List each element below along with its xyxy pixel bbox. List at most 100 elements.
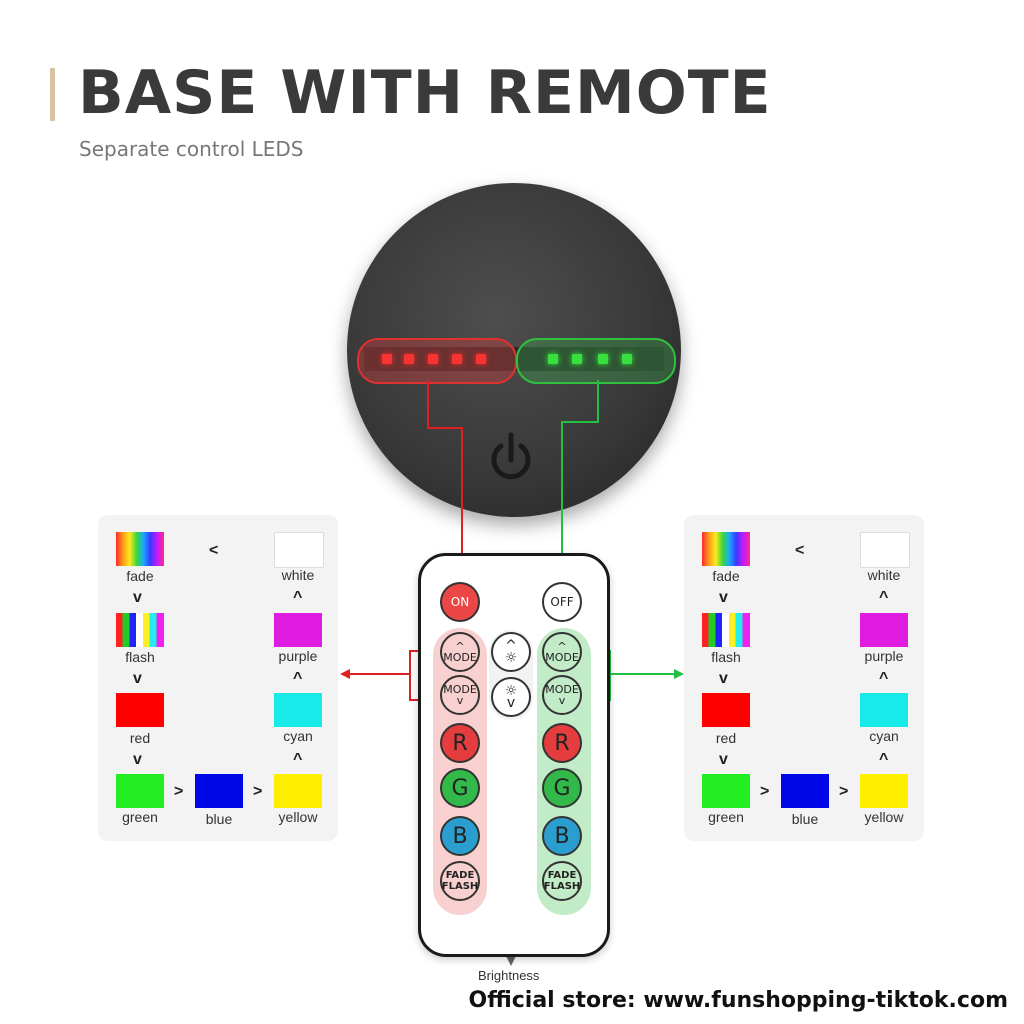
red-label: red [129, 730, 151, 746]
red-led-group-highlight [357, 338, 517, 384]
arrow-down-icon: v [133, 670, 142, 687]
chevron-down-icon: v [506, 695, 516, 711]
purple-label: purple [278, 648, 318, 664]
green-swatch [702, 774, 750, 808]
on-button[interactable]: ON [440, 582, 480, 622]
arrow-up-icon: ^ [879, 751, 889, 768]
blue-swatch [781, 774, 829, 808]
red-led [428, 354, 438, 364]
yellow-swatch [274, 774, 322, 808]
red-swatch [116, 693, 164, 727]
flash-swatch [116, 613, 164, 647]
mode-up-button-left[interactable]: ^MODE [440, 632, 480, 672]
sun-icon: ☼ [504, 683, 518, 699]
red-led [404, 354, 414, 364]
mode-label: MODE [545, 651, 579, 664]
fade-swatch [116, 532, 164, 566]
green-led [548, 354, 558, 364]
blue-swatch [195, 774, 243, 808]
brightness-up-button[interactable]: ^☼ [491, 632, 531, 672]
fade-swatch [702, 532, 750, 566]
arrow-right-icon: > [174, 783, 184, 800]
arrow-down-icon: v [133, 589, 142, 606]
blue-button-left[interactable]: B [440, 816, 480, 856]
green-label: green [708, 809, 744, 825]
red-led [476, 354, 486, 364]
green-label: green [122, 809, 158, 825]
color-sequence-panel-right: fade < white v ^ flash purple v ^ red cy… [684, 515, 924, 841]
title-accent-bar [50, 68, 55, 121]
page-title: BASE WITH REMOTE [78, 58, 772, 128]
chevron-up-icon: ^ [505, 638, 517, 654]
yellow-label: yellow [278, 809, 318, 825]
brightness-down-button[interactable]: ☼v [491, 677, 531, 717]
green-led [598, 354, 608, 364]
off-button[interactable]: OFF [542, 582, 582, 622]
green-led [622, 354, 632, 364]
red-button-left[interactable]: R [440, 723, 480, 763]
arrow-down-icon: v [719, 670, 728, 687]
cyan-label: cyan [283, 728, 313, 744]
mode-label: MODE [443, 683, 477, 696]
flash-label: FLASH [441, 881, 479, 892]
green-button-left[interactable]: G [440, 768, 480, 808]
red-led [382, 354, 392, 364]
mode-label: MODE [443, 651, 477, 664]
white-swatch [860, 532, 910, 568]
blue-label: blue [791, 811, 819, 827]
green-led-group-highlight [516, 338, 676, 384]
arrow-up-icon: ^ [293, 589, 303, 606]
arrow-down-icon: v [133, 751, 142, 768]
red-label: red [715, 730, 737, 746]
arrow-right-icon: > [253, 783, 263, 800]
arrow-right-icon: > [760, 783, 770, 800]
green-button-right[interactable]: G [542, 768, 582, 808]
white-swatch [274, 532, 324, 568]
arrow-up-icon: ^ [293, 751, 303, 768]
arrow-up-icon: ^ [879, 670, 889, 687]
purple-swatch [860, 613, 908, 647]
page-subtitle: Separate control LEDS [79, 137, 304, 161]
green-led [572, 354, 582, 364]
cyan-swatch [274, 693, 322, 727]
fade-label: FADE [547, 870, 577, 881]
chevron-up-icon: ^ [557, 640, 567, 653]
color-sequence-panel-left: fade < white v ^ flash purple v ^ red cy… [98, 515, 338, 841]
flash-label: FLASH [543, 881, 581, 892]
arrow-down-icon: v [719, 589, 728, 606]
fade-label: fade [126, 568, 154, 584]
fade-label: fade [712, 568, 740, 584]
red-swatch [702, 693, 750, 727]
arrow-up-icon: ^ [879, 589, 889, 606]
mode-up-button-right[interactable]: ^MODE [542, 632, 582, 672]
chevron-down-icon: v [558, 694, 566, 707]
arrow-left-icon: < [795, 542, 805, 559]
fade-label: FADE [445, 870, 475, 881]
footer-store-text: Official store: www.funshopping-tiktok.c… [468, 988, 1008, 1013]
arrow-up-icon: ^ [293, 670, 303, 687]
flash-label: flash [125, 649, 155, 665]
cyan-label: cyan [869, 728, 899, 744]
purple-label: purple [864, 648, 904, 664]
chevron-down-icon: v [456, 694, 464, 707]
mode-label: MODE [545, 683, 579, 696]
arrow-down-icon: v [719, 751, 728, 768]
red-button-right[interactable]: R [542, 723, 582, 763]
blue-label: blue [205, 811, 233, 827]
brightness-label: Brightness [478, 968, 540, 983]
arrow-right-icon: > [839, 783, 849, 800]
blue-button-right[interactable]: B [542, 816, 582, 856]
sun-icon: ☼ [504, 650, 518, 666]
flash-label: flash [711, 649, 741, 665]
white-label: white [867, 567, 901, 583]
chevron-up-icon: ^ [455, 640, 465, 653]
flash-swatch [702, 613, 750, 647]
white-label: white [281, 567, 315, 583]
arrow-left-icon: < [209, 542, 219, 559]
yellow-swatch [860, 774, 908, 808]
purple-swatch [274, 613, 322, 647]
